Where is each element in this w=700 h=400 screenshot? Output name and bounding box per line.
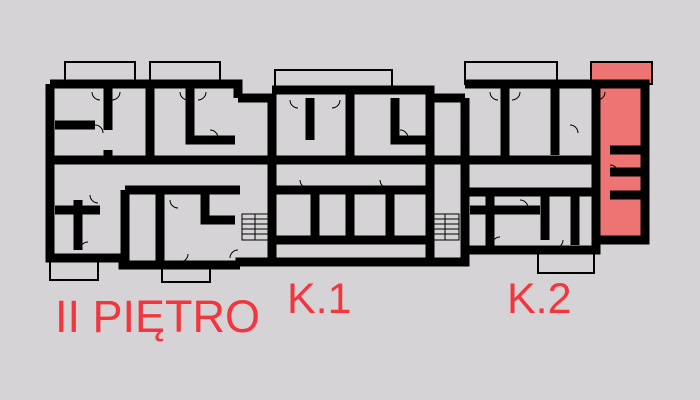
doors [79, 91, 619, 263]
staircases [241, 213, 460, 241]
section-label-k1: K.1 [287, 275, 352, 323]
floor-label: II PIĘTRO [55, 291, 261, 342]
walls [45, 79, 650, 270]
highlighted-apartment[interactable] [590, 61, 653, 240]
section-label-k2: K.2 [507, 275, 572, 323]
